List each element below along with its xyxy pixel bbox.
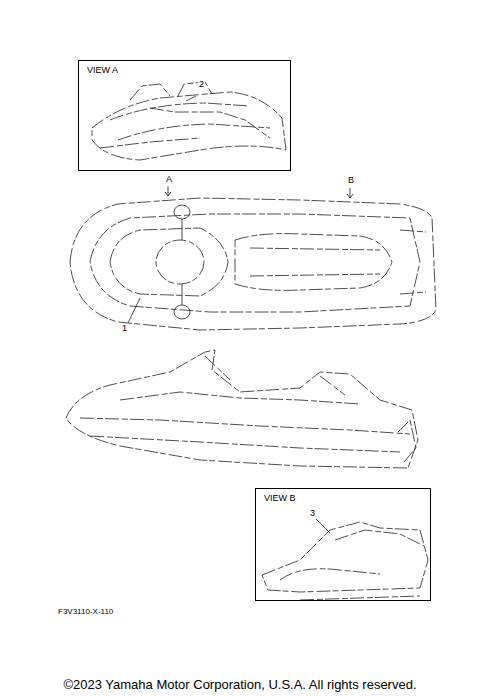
callout-number: 2 bbox=[198, 80, 205, 89]
view-b-drawing bbox=[262, 519, 428, 600]
view-inset: VIEW B bbox=[255, 488, 431, 601]
view-marker: A bbox=[165, 175, 173, 184]
side-view-drawing bbox=[66, 350, 418, 468]
copyright-note: ©2023 Yamaha Motor Corporation, U.S.A. A… bbox=[62, 678, 417, 691]
figure-code: F3V3110-X-110 bbox=[57, 608, 114, 616]
top-view-drawing bbox=[70, 186, 436, 330]
view-inset: VIEW A bbox=[78, 60, 291, 171]
view-title: VIEW A bbox=[85, 65, 120, 75]
view-title: VIEW B bbox=[262, 493, 298, 503]
view-marker: B bbox=[347, 176, 355, 185]
callout-number: 1 bbox=[121, 324, 128, 333]
view-a-drawing bbox=[92, 82, 286, 160]
callout-number: 3 bbox=[309, 509, 316, 518]
